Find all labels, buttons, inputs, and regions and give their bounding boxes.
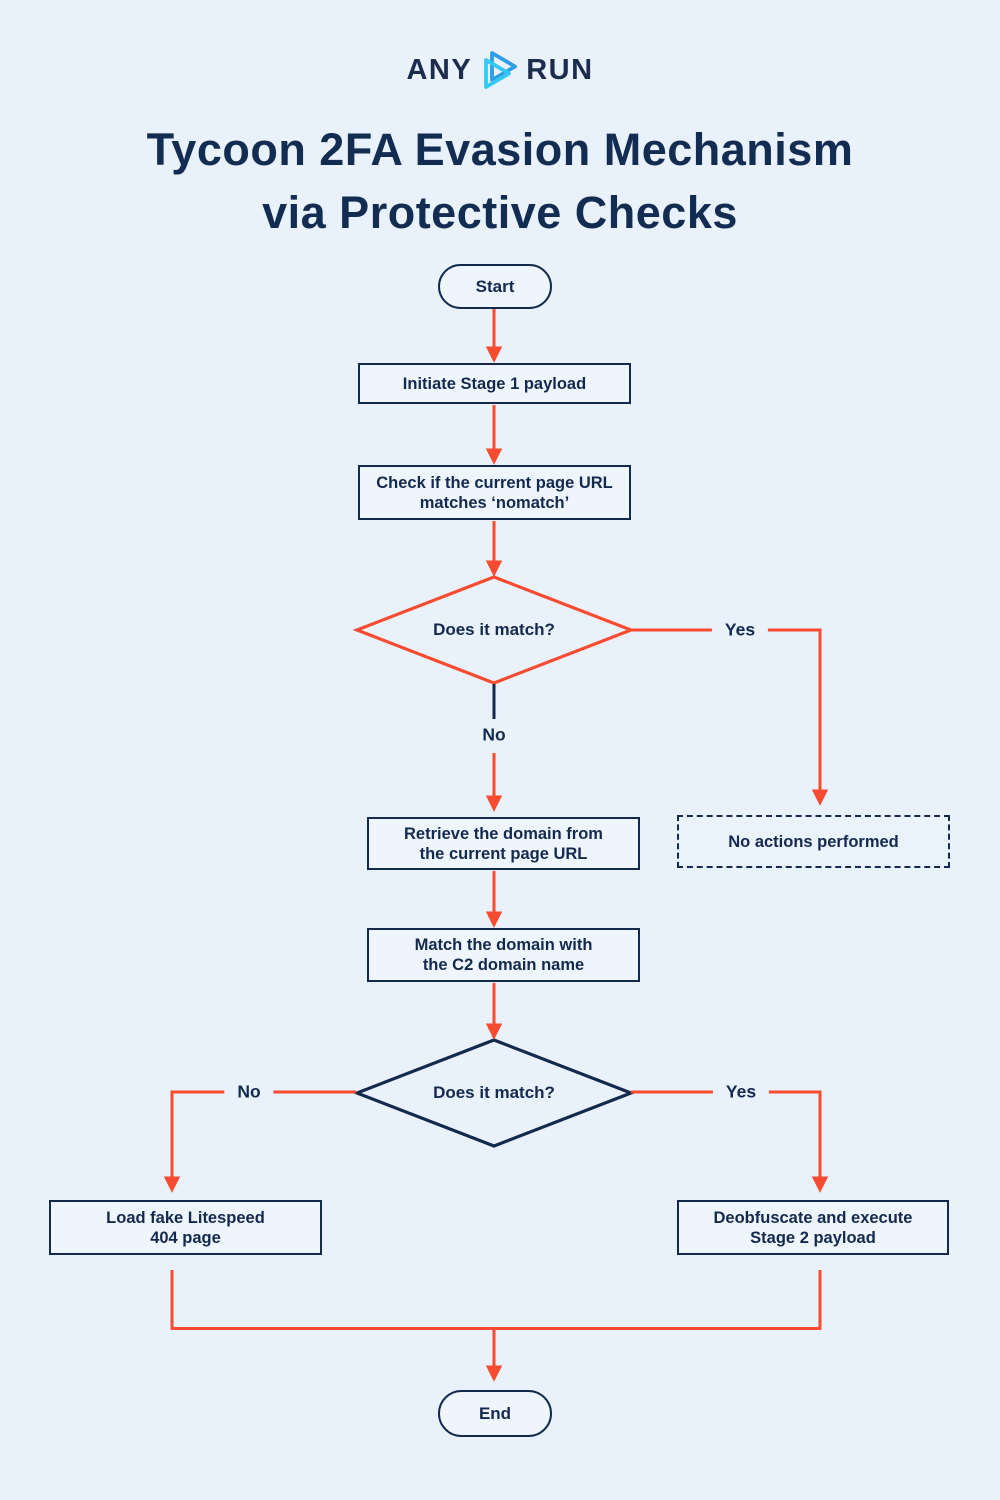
decision-url-label: Does it match?	[433, 620, 555, 639]
page-title: Tycoon 2FA Evasion Mechanism via Protect…	[0, 118, 1000, 244]
edge-label-url-no: No	[469, 722, 519, 748]
arrow-yes-to-no-actions	[631, 628, 829, 806]
node-stage2-line1: Deobfuscate and execute	[713, 1208, 913, 1227]
logo-text-any: ANY	[406, 53, 473, 86]
logo-text-run: RUN	[526, 53, 594, 86]
node-retrieve-domain-line1: Retrieve the domain from	[404, 824, 603, 843]
node-initiate-stage1: Initiate Stage 1 payload	[358, 363, 631, 404]
node-fake-404: Load fake Litespeed 404 page	[49, 1200, 322, 1255]
edge-label-domain-yes: Yes	[712, 1079, 770, 1105]
decision-url-diamond	[352, 575, 636, 685]
node-retrieve-domain-line2: the current page URL	[419, 844, 588, 863]
line-merge-to-end	[170, 1270, 822, 1330]
node-check-url: Check if the current page URL matches ‘n…	[358, 465, 631, 520]
node-fake-404-line2: 404 page	[150, 1228, 221, 1247]
node-end-label: End	[478, 1403, 512, 1423]
play-triangle-icon	[484, 51, 518, 89]
node-initiate-stage1-label: Initiate Stage 1 payload	[402, 374, 587, 393]
arrow-no-to-fake404	[163, 1090, 356, 1193]
node-start-label: Start	[475, 276, 515, 296]
node-fake-404-line1: Load fake Litespeed	[106, 1208, 265, 1227]
node-start: Start	[438, 264, 552, 309]
node-check-url-line2: matches ‘nomatch’	[419, 493, 570, 512]
node-match-domain-line2: the C2 domain name	[422, 956, 585, 974]
node-stage2: Deobfuscate and execute Stage 2 payload	[677, 1200, 949, 1255]
node-retrieve-domain: Retrieve the domain from the current pag…	[367, 817, 640, 870]
page-title-line2: via Protective Checks	[262, 187, 738, 238]
node-no-actions-label: No actions performed	[728, 832, 899, 851]
node-match-domain: Match the domain with the C2 domain name	[367, 928, 640, 982]
node-no-actions: No actions performed	[677, 815, 950, 868]
anyrun-logo: ANY RUN	[0, 50, 1000, 90]
arrow-yes-to-stage2	[631, 1090, 829, 1193]
node-match-domain-line1: Match the domain with	[414, 936, 593, 954]
node-end: End	[438, 1390, 552, 1437]
node-check-url-line1: Check if the current page URL	[376, 473, 613, 492]
decision-domain-label: Does it match?	[433, 1083, 555, 1102]
edge-label-url-yes: Yes	[711, 617, 769, 643]
node-stage2-line2: Stage 2 payload	[750, 1228, 876, 1247]
edge-label-domain-no: No	[224, 1079, 274, 1105]
page-title-line1: Tycoon 2FA Evasion Mechanism	[146, 124, 854, 175]
decision-domain-diamond	[352, 1038, 636, 1148]
